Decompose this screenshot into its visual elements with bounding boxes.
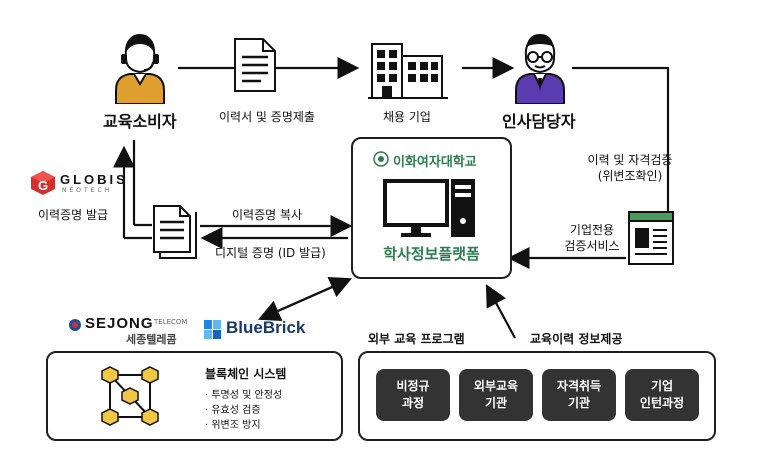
certificate-document-icon — [153, 205, 197, 259]
sejong-telecom: TELECOM — [154, 318, 188, 326]
verify-label: 이력 및 자격검증 (위변조확인) — [580, 152, 680, 184]
program-card: 비정규 과정 — [376, 369, 450, 421]
globis-cube-icon: G — [31, 171, 55, 195]
service-label-line1: 기업전용 — [569, 223, 615, 237]
consumer-person-icon — [115, 34, 165, 104]
svg-text:G: G — [38, 178, 48, 193]
blockchain-item: · 위변조 방지 — [205, 420, 261, 431]
program-card: 기업 인턴과정 — [625, 369, 699, 421]
platform-box: 이화여자대학교 학사정보플랫폼 — [351, 137, 512, 279]
digital-label: 디지털 증명 (ID 발급) — [215, 246, 326, 260]
platform-title: 학사정보플랫폼 — [383, 245, 480, 263]
computer-icon — [383, 179, 475, 237]
globis-caption: 이력증명 발급 — [38, 208, 109, 222]
blockchain-cubes-icon — [101, 366, 159, 426]
bluebrick-name: BlueBrick — [226, 318, 306, 337]
external-programs-box: 비정규 과정 외부교육 기관 자격취득 기관 기업 인턴과정 — [358, 351, 716, 441]
hr-label: 인사담당자 — [502, 112, 576, 131]
arrow-platform-blockchain — [257, 278, 349, 321]
verify-label-line1: 이력 및 자격검증 — [587, 153, 673, 167]
blockchain-item: · 투명성 및 안정성 — [205, 390, 283, 401]
submit-label: 이력서 및 증명제출 — [219, 110, 315, 124]
provide-label: 교육이력 정보제공 — [530, 332, 623, 346]
program-card: 자격취득 기관 — [542, 369, 616, 421]
blockchain-title: 블록체인 시스템 — [205, 367, 287, 381]
external-program-label: 외부 교육 프로그램 — [368, 332, 465, 346]
program-card: 외부교육 기관 — [459, 369, 533, 421]
resume-document-icon — [234, 38, 276, 92]
service-label: 기업전용 검증서비스 — [560, 222, 624, 254]
company-building-icon — [368, 43, 448, 99]
service-label-line2: 검증서비스 — [564, 239, 620, 253]
platform-university: 이화여자대학교 — [393, 155, 477, 170]
blockchain-box: 블록체인 시스템 · 투명성 및 안정성 · 유효성 검증 · 위변조 방지 — [46, 351, 343, 441]
globis-name: GLOBIS — [60, 172, 128, 187]
verification-window-icon — [628, 211, 674, 265]
verify-label-line2: (위변조확인) — [597, 169, 663, 183]
sejong-korean: 세종텔레콤 — [126, 333, 177, 346]
line-hr-verify — [572, 66, 670, 212]
globis-sub: NEOTECH — [62, 187, 113, 194]
sejong-name: SEJONG — [85, 315, 154, 332]
bluebrick-icon — [204, 320, 221, 339]
blockchain-item: · 유효성 검증 — [205, 405, 261, 416]
arrow-external-platform — [485, 284, 516, 339]
hr-person-icon — [515, 34, 565, 104]
consumer-label: 교육소비자 — [103, 112, 177, 131]
copy-label: 이력증명 복사 — [232, 208, 303, 222]
university-emblem-icon — [373, 151, 389, 167]
company-label: 채용 기업 — [383, 110, 431, 124]
sejong-emblem-icon — [69, 319, 81, 331]
